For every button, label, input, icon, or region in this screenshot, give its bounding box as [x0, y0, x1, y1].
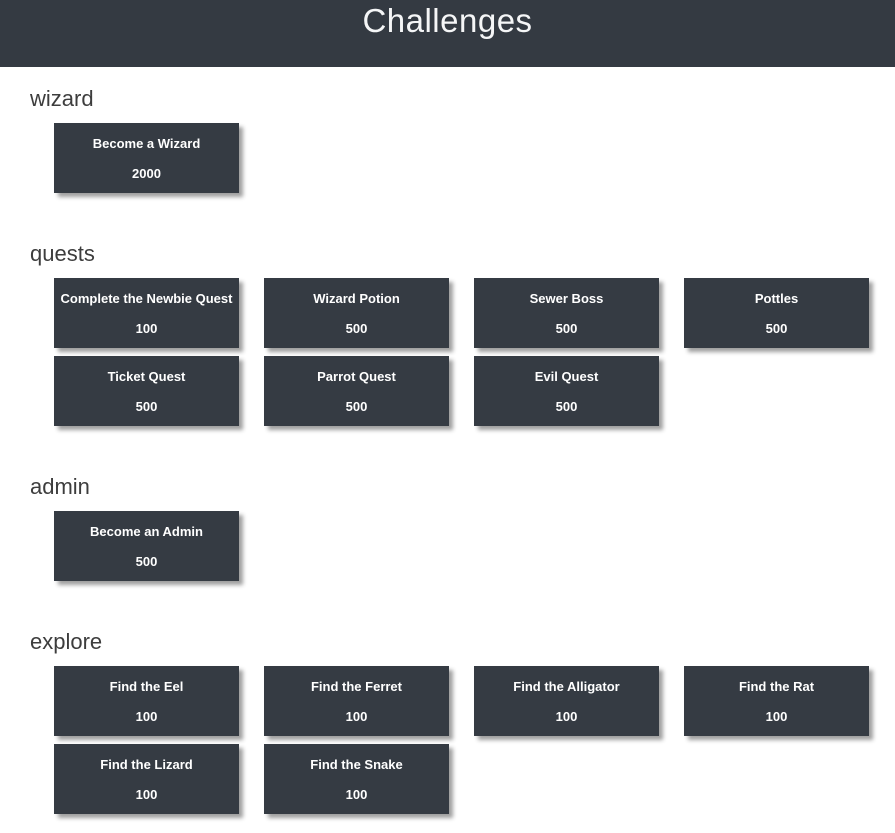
category-title: quests — [30, 241, 95, 266]
challenge-button[interactable]: Evil Quest 500 — [474, 356, 659, 426]
challenge-button[interactable]: Sewer Boss 500 — [474, 278, 659, 348]
page-title: Challenges — [362, 2, 533, 39]
challenge-button[interactable]: Complete the Newbie Quest 100 — [54, 278, 239, 348]
challenge-name: Become a Wizard — [92, 136, 201, 151]
challenge-name: Pottles — [754, 291, 799, 306]
challenge-value: 100 — [135, 709, 158, 724]
category-title: wizard — [30, 86, 94, 111]
challenges-grid: Find the Eel 100 Find the Ferret 100 Fin… — [54, 666, 895, 822]
challenge-value: 500 — [765, 321, 788, 336]
challenge-value: 2000 — [132, 166, 161, 181]
category-title: explore — [30, 629, 103, 654]
category-section-quests: quests Complete the Newbie Quest 100 Wiz… — [0, 241, 895, 434]
challenge-button[interactable]: Find the Ferret 100 — [264, 666, 449, 736]
category-title: admin — [30, 474, 90, 499]
challenge-name: Find the Rat — [738, 679, 815, 694]
challenge-name: Sewer Boss — [529, 291, 604, 306]
challenge-button[interactable]: Ticket Quest 500 — [54, 356, 239, 426]
challenge-value: 100 — [345, 709, 368, 724]
challenge-button[interactable]: Pottles 500 — [684, 278, 869, 348]
challenges-grid: Complete the Newbie Quest 100 Wizard Pot… — [54, 278, 895, 434]
challenges-board: wizard Become a Wizard 2000 quests Compl… — [0, 67, 895, 822]
challenge-button[interactable]: Find the Alligator 100 — [474, 666, 659, 736]
category-section-explore: explore Find the Eel 100 Find the Ferret… — [0, 629, 895, 822]
challenge-button[interactable]: Parrot Quest 500 — [264, 356, 449, 426]
challenge-button[interactable]: Find the Snake 100 — [264, 744, 449, 814]
challenges-grid: Become an Admin 500 — [54, 511, 895, 589]
challenge-name: Become an Admin — [90, 524, 203, 539]
challenge-name: Find the Eel — [109, 679, 184, 694]
challenges-grid: Become a Wizard 2000 — [54, 123, 895, 201]
challenge-name: Find the Alligator — [513, 679, 620, 694]
challenge-value: 100 — [135, 787, 158, 802]
challenge-name: Find the Lizard — [100, 757, 193, 772]
challenge-name: Complete the Newbie Quest — [60, 291, 233, 306]
challenge-button[interactable]: Find the Lizard 100 — [54, 744, 239, 814]
challenge-value: 500 — [345, 321, 368, 336]
challenge-value: 100 — [135, 321, 158, 336]
challenge-value: 100 — [555, 709, 578, 724]
challenge-button[interactable]: Find the Rat 100 — [684, 666, 869, 736]
challenge-value: 500 — [345, 399, 368, 414]
challenge-name: Evil Quest — [534, 369, 599, 384]
challenge-value: 500 — [555, 321, 578, 336]
challenge-button[interactable]: Wizard Potion 500 — [264, 278, 449, 348]
challenge-name: Wizard Potion — [313, 291, 400, 306]
category-section-wizard: wizard Become a Wizard 2000 — [0, 86, 895, 201]
challenge-button[interactable]: Become a Wizard 2000 — [54, 123, 239, 193]
challenge-value: 100 — [765, 709, 788, 724]
challenge-value: 100 — [345, 787, 368, 802]
challenge-button[interactable]: Find the Eel 100 — [54, 666, 239, 736]
category-section-admin: admin Become an Admin 500 — [0, 474, 895, 589]
page-header: Challenges — [0, 0, 895, 67]
challenge-name: Parrot Quest — [317, 369, 396, 384]
challenge-value: 500 — [555, 399, 578, 414]
challenge-name: Ticket Quest — [107, 369, 186, 384]
challenge-name: Find the Ferret — [310, 679, 402, 694]
challenge-name: Find the Snake — [310, 757, 403, 772]
challenge-value: 500 — [135, 399, 158, 414]
challenge-value: 500 — [135, 554, 158, 569]
challenge-button[interactable]: Become an Admin 500 — [54, 511, 239, 581]
